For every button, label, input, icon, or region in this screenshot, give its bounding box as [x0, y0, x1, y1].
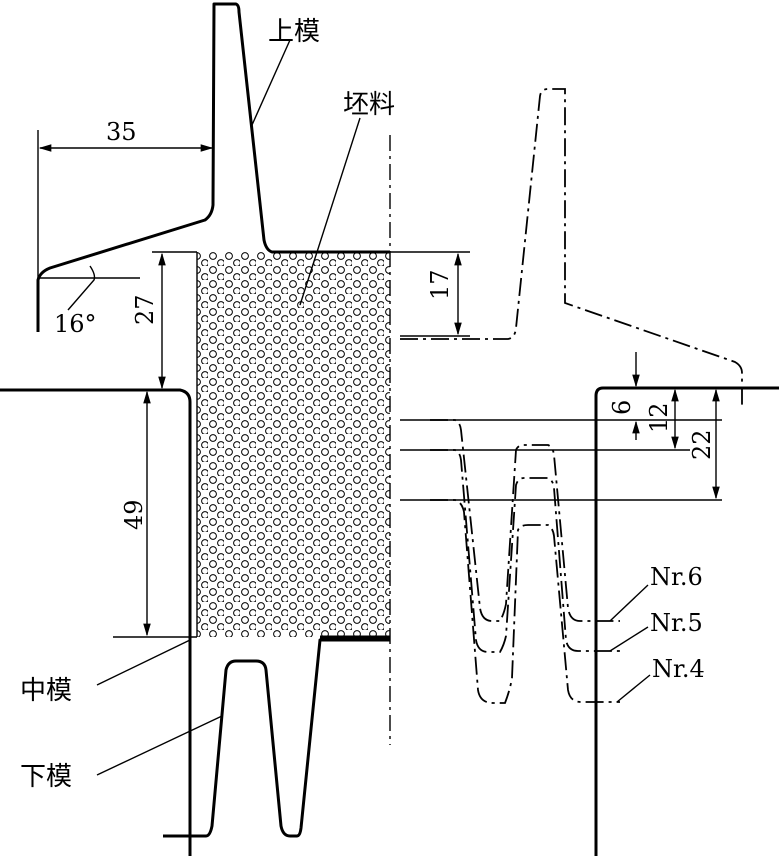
dim16-text: 16° — [54, 310, 97, 338]
nr6-leader — [609, 584, 649, 622]
middle-die-right-outline — [594, 386, 779, 856]
nr4-label: Nr.4 — [652, 655, 705, 683]
dim22-text: 22 — [688, 429, 716, 460]
blank-leader — [299, 117, 361, 306]
lower-die-label: 下模 — [20, 762, 72, 792]
blank-label: 坯料 — [343, 90, 395, 120]
middle-die-leader — [96, 639, 191, 686]
lower-die-outline — [163, 638, 390, 838]
angle-arc — [67, 265, 96, 311]
middle-die-label: 中模 — [20, 676, 72, 706]
nr5-leader — [609, 626, 649, 652]
dim27-text: 27 — [131, 294, 159, 325]
dim6-text: 6 — [608, 400, 636, 415]
dim17-text: 17 — [426, 269, 454, 300]
dim12-text: 12 — [645, 402, 673, 433]
nr6-label: Nr.6 — [650, 563, 703, 591]
cavity-nr4 — [430, 499, 620, 704]
dim49-text: 49 — [120, 499, 148, 530]
upper-die-label: 上模 — [268, 17, 320, 47]
lower-die-leader — [96, 715, 223, 776]
dim35-text: 35 — [106, 118, 137, 146]
nr5-label: Nr.5 — [650, 609, 703, 637]
upper-die-leader — [251, 39, 291, 126]
upper-die-final-outline — [400, 88, 743, 408]
upper-die-outline — [36, 2, 390, 332]
nr4-leader — [616, 674, 651, 703]
cavity-nr5 — [430, 449, 620, 653]
middle-die-outline — [0, 388, 192, 856]
cavity-nr6 — [430, 419, 620, 622]
blank-hatched — [197, 252, 390, 637]
